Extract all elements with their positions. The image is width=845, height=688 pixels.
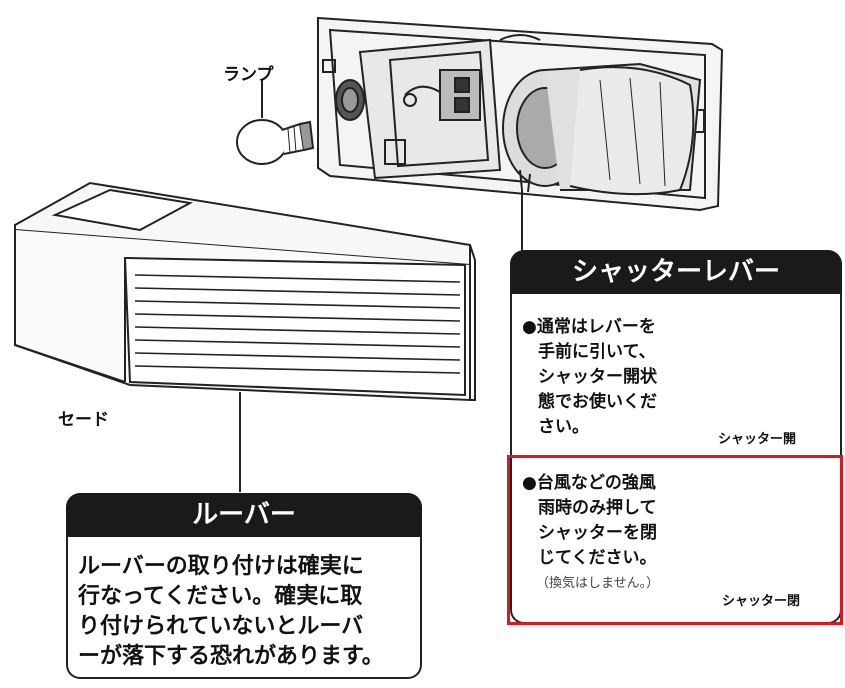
shutter-box-title: シャッターレバー xyxy=(510,250,842,294)
louver-line-4: ーが落下する恐れがあります。 xyxy=(78,644,384,669)
lamp-bulb xyxy=(236,119,315,165)
louver-slats xyxy=(134,274,461,374)
lamp-label: ランプ xyxy=(223,65,274,85)
louver-line-2: 行なってください。確実に取 xyxy=(78,584,363,609)
louver-line-1: ルーバーの取り付けは確実に xyxy=(78,554,364,579)
normal-line-4: 態でお使いくだ xyxy=(538,392,657,412)
normal-line-1: ●通常はレバーを xyxy=(522,317,656,337)
storm-line-4: じてください。 xyxy=(538,548,657,568)
normal-line-3: シャッター開状 xyxy=(538,367,657,387)
louver-box-title: ルーバー xyxy=(66,493,422,537)
normal-line-2: 手前に引いて、 xyxy=(538,342,656,362)
shutter-open-caption: シャッター開 xyxy=(718,432,797,447)
louver-line-3: り付けられていないとルーバ xyxy=(78,614,364,639)
shutter-closed-caption: シャッター閉 xyxy=(722,594,801,609)
shade xyxy=(14,181,476,402)
storm-line-2: 雨時のみ押して xyxy=(538,498,657,518)
storm-line-1: ●台風などの強風 xyxy=(522,473,656,493)
highlight-frame xyxy=(507,455,843,625)
louver-box xyxy=(66,537,422,679)
storm-note: （換気はしません。） xyxy=(536,576,660,591)
shade-label: セード xyxy=(58,410,109,430)
shutter-box xyxy=(510,294,842,624)
storm-line-3: シャッターを閉 xyxy=(538,523,657,543)
fan-housing xyxy=(317,16,724,212)
normal-line-5: さい。 xyxy=(538,417,589,437)
